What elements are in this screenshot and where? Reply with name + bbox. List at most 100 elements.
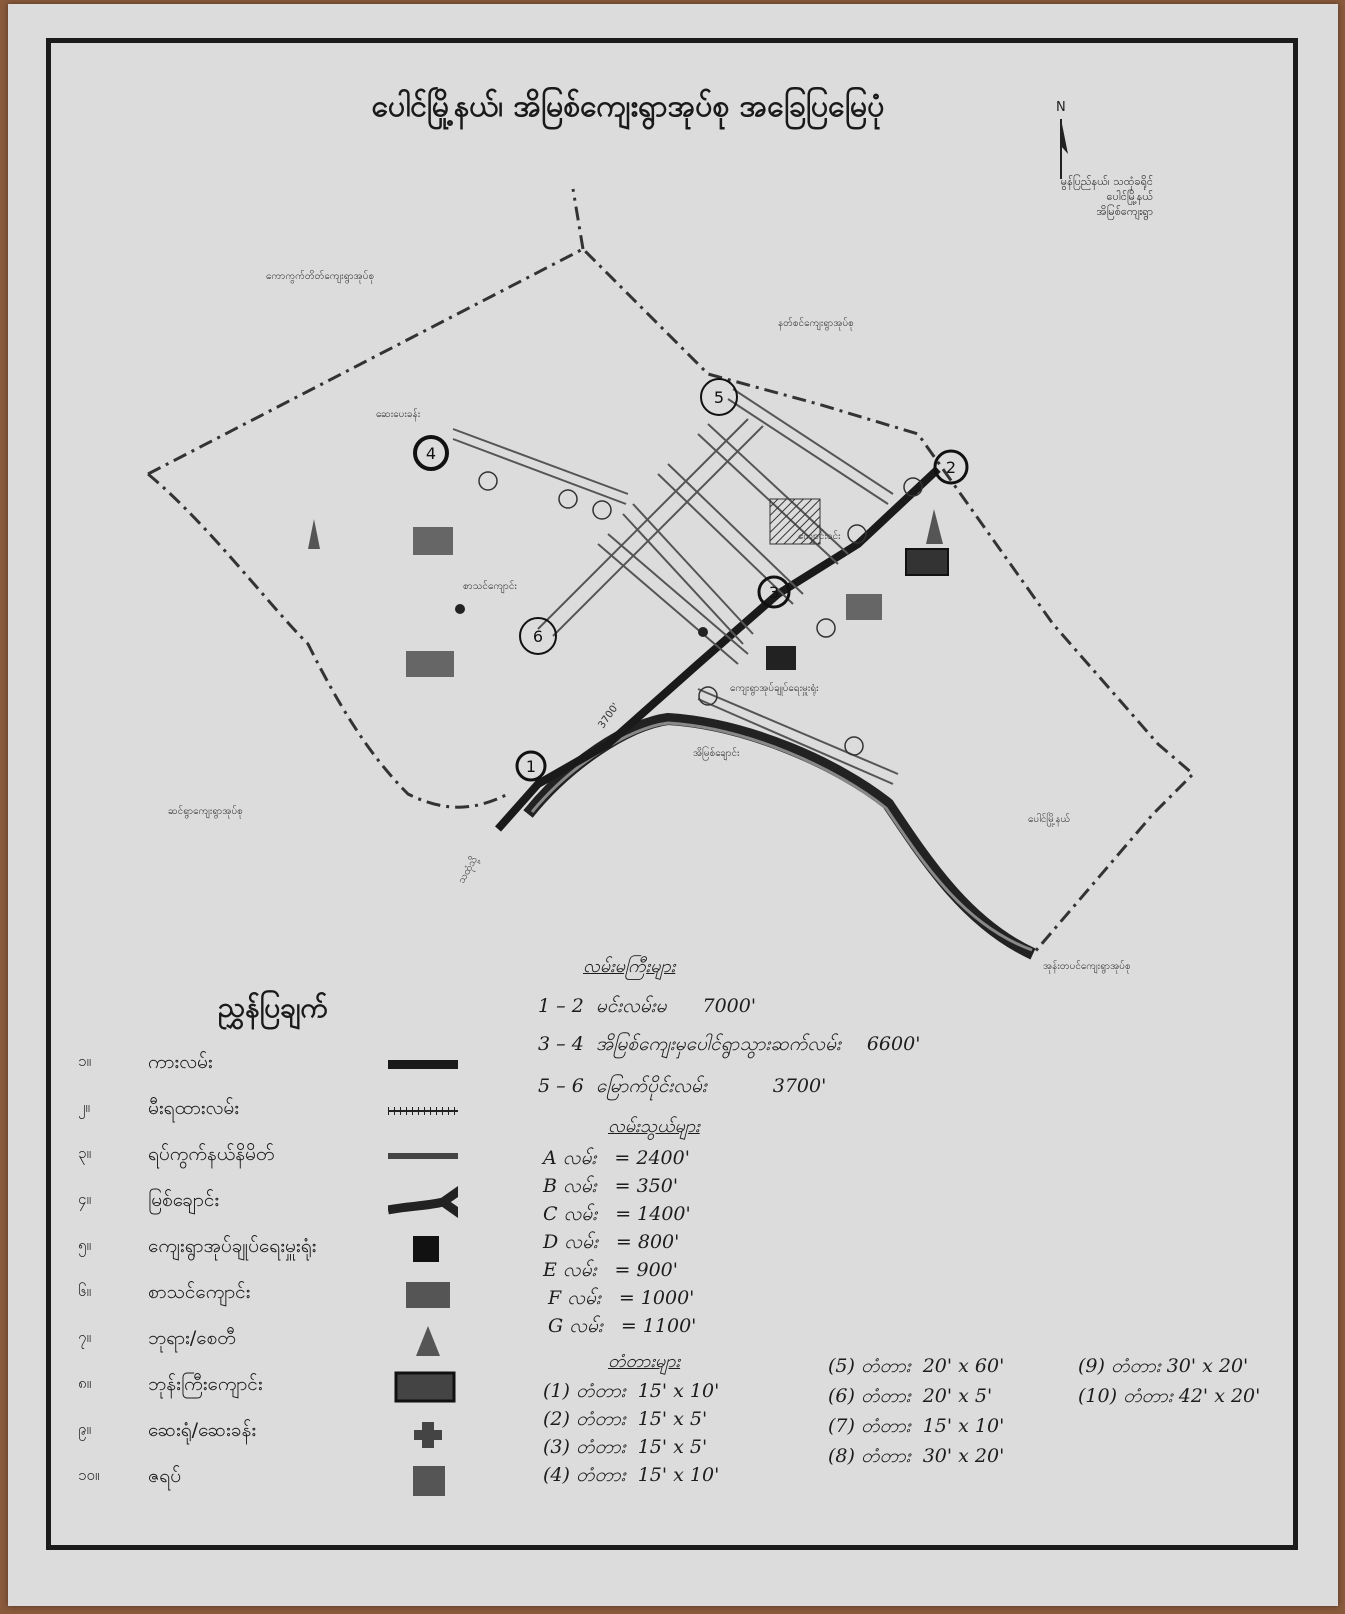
river <box>523 712 1036 960</box>
side-road-length: = 1400' <box>615 1203 691 1225</box>
bridge-mark: 8 <box>835 1445 848 1467</box>
rest-house-symbol-icon <box>413 1466 445 1496</box>
sw-village-tract-label: ဆင်ရွာကျေးရွာအုပ်စု <box>168 804 243 819</box>
bridge-name: တံတား <box>1110 1355 1161 1377</box>
side-roads <box>452 388 899 785</box>
side-road-length: = 350' <box>614 1175 679 1197</box>
bridge-mark: 4 <box>550 1464 563 1486</box>
from-mark: 5 <box>538 1075 551 1097</box>
map-frame <box>46 38 1298 1550</box>
side-road-name: F လမ်း <box>548 1287 601 1309</box>
side-roads-heading: လမ်းသွယ်များ <box>608 1116 700 1137</box>
road-name: အိမြစ်ကျေးမှပေါင်ရွာသွားဆက်လမ်း <box>595 1033 841 1055</box>
bridge-size: 30' x 20' <box>922 1445 1005 1467</box>
bridge-size: 15' x 10' <box>637 1380 720 1402</box>
north-arrow-icon <box>1060 119 1068 179</box>
school-building <box>413 527 453 555</box>
side-road-length: = 2400' <box>614 1147 690 1169</box>
route-mark: 3 <box>757 575 791 609</box>
from-mark: 1 <box>538 995 551 1017</box>
bottom-right-tract-label: အုန်းတပင်ကျေးရွာအုပ်စု <box>1043 959 1131 974</box>
bridge-size: 15' x 5' <box>637 1408 708 1430</box>
river-symbol-icon <box>388 1186 458 1218</box>
boundary-symbol-icon <box>388 1153 458 1159</box>
school-symbol-icon <box>406 1282 450 1308</box>
monastery-building <box>905 548 949 576</box>
pagoda-icon <box>926 509 943 544</box>
bridge-size: 30' x 20' <box>1166 1355 1249 1377</box>
side-road-row: A လမ်း = 2400' <box>543 1146 690 1174</box>
main-road-row: 1 – 2 မင်းလမ်းမ 7000' <box>538 995 757 1017</box>
bridge-row: (10) တံတား 42' x 20' <box>1078 1385 1261 1407</box>
route-mark: 5 <box>700 378 738 416</box>
bridge-name: တံတား <box>860 1445 911 1467</box>
bridge-row: (7) တံတား 15' x 10' <box>828 1415 1005 1437</box>
legend-number: ၄။ <box>78 1190 91 1208</box>
school-area-label: စာသင်ကျောင်း <box>463 579 517 594</box>
ne-village-tract-label: နတ်စင်ကျေးရွာအုပ်စု <box>778 316 854 331</box>
legend-label: ဆေးရုံ/ဆေးခန်း <box>148 1419 257 1441</box>
road-length: 6600' <box>866 1033 921 1055</box>
side-road-row: G လမ်း = 1100' <box>548 1314 696 1342</box>
bridge-row: (1) တံတား 15' x 10' <box>543 1380 720 1402</box>
rest-house <box>846 594 882 620</box>
legend-item-river: ၄။ မြစ်ချောင်း <box>78 1182 478 1226</box>
to-mark: 4 <box>571 1033 584 1055</box>
clinic-cross-icon <box>414 1422 442 1448</box>
bridge-size: 15' x 10' <box>922 1415 1005 1437</box>
nw-village-tract-label: ကောကွက်တိတ်ကျေးရွာအုပ်စု <box>266 269 374 284</box>
bridge-marks <box>478 471 923 756</box>
road-length-mark: 3700' <box>596 701 621 730</box>
bridge-name: တံတား <box>575 1464 626 1486</box>
route-mark-label: 5 <box>714 388 724 407</box>
bridge-row: (2) တံတား 15' x 5' <box>543 1408 708 1430</box>
legend-label: ကားလမ်း <box>148 1051 213 1073</box>
bridge-mark: 3 <box>550 1436 563 1458</box>
office-area-label: ကျေးရွာအုပ်ချုပ်ရေးမှူးရုံး <box>730 681 819 696</box>
bridge-size: 20' x 60' <box>922 1355 1005 1377</box>
road-symbol-icon <box>388 1060 458 1069</box>
legend-item-office: ၅။ ကျေးရွာအုပ်ချုပ်ရေးမှူးရုံး <box>78 1228 478 1272</box>
location-note-line: မွန်ပြည်နယ်၊ သထုံခရိုင် <box>1060 175 1153 188</box>
office-symbol-icon <box>413 1236 439 1262</box>
bridge-mark: 10 <box>1085 1385 1110 1407</box>
side-road-length: = 1000' <box>618 1287 695 1309</box>
bridge-mark: 6 <box>835 1385 848 1407</box>
road-length: 3700' <box>772 1075 827 1097</box>
side-road-row: F လမ်း = 1000' <box>548 1286 694 1314</box>
location-note-line: အိမြစ်ကျေးရွာ <box>1096 205 1153 218</box>
legend-item-boundary: ၃။ ရပ်ကွက်နယ်နိမိတ် <box>78 1136 478 1180</box>
legend-item-road: ၁။ ကားလမ်း <box>78 1044 478 1088</box>
bridge-name: တံတား <box>575 1436 626 1458</box>
legend-label: ဘုန်းကြီးကျောင်း <box>148 1373 263 1395</box>
location-note: မွန်ပြည်နယ်၊ သထုံခရိုင် ပေါင်မြို့နယ် အိ… <box>983 174 1153 219</box>
legend-label: စာသင်ကျောင်း <box>148 1281 251 1303</box>
clinic-marker <box>455 604 465 614</box>
bridge-name: တံတား <box>1123 1385 1173 1407</box>
bridge-name: တံတား <box>860 1385 911 1407</box>
bridge-name: တံတား <box>575 1408 626 1430</box>
road-notes: လမ်းမကြီးများ 1 – 2 မင်းလမ်းမ 7000' 3 – … <box>538 954 1298 1514</box>
railway-symbol-icon <box>388 1107 458 1115</box>
to-mark: 2 <box>571 995 584 1017</box>
side-road-name: A လမ်း <box>543 1147 597 1169</box>
bridge-row: (3) တံတား 15' x 5' <box>543 1436 708 1458</box>
route-mark-label: 3 <box>769 583 779 602</box>
pagoda-icon <box>308 519 320 549</box>
legend-item-school: ၆။ စာသင်ကျောင်း <box>78 1274 478 1318</box>
route-mark: 1 <box>515 750 547 782</box>
legend-number: ၂။ <box>78 1098 90 1116</box>
from-mark: 3 <box>538 1033 551 1055</box>
road-name: မြောက်ပိုင်းလမ်း <box>595 1075 707 1097</box>
main-road <box>495 466 941 832</box>
map-sheet: ပေါင်မြို့နယ်၊ အိမြစ်ကျေးရွာအုပ်စု အခြေပ… <box>8 4 1338 1606</box>
bridge-mark: 7 <box>835 1415 848 1437</box>
main-road-row: 3 – 4 အိမြစ်ကျေးမှပေါင်ရွာသွားဆက်လမ်း 66… <box>538 1033 921 1055</box>
office-building <box>766 646 796 670</box>
village-map: 1 2 3 4 5 6 ကောကွက်တိတ်ကျေးရွာအုပ်စု နတ်… <box>147 119 1196 974</box>
side-road-length: = 800' <box>615 1231 680 1253</box>
legend-label: မြစ်ချောင်း <box>148 1189 220 1211</box>
route-mark-label: 2 <box>946 458 956 477</box>
se-town-label: ပေါင်မြို့နယ် <box>1028 811 1070 827</box>
school-building <box>406 651 454 677</box>
